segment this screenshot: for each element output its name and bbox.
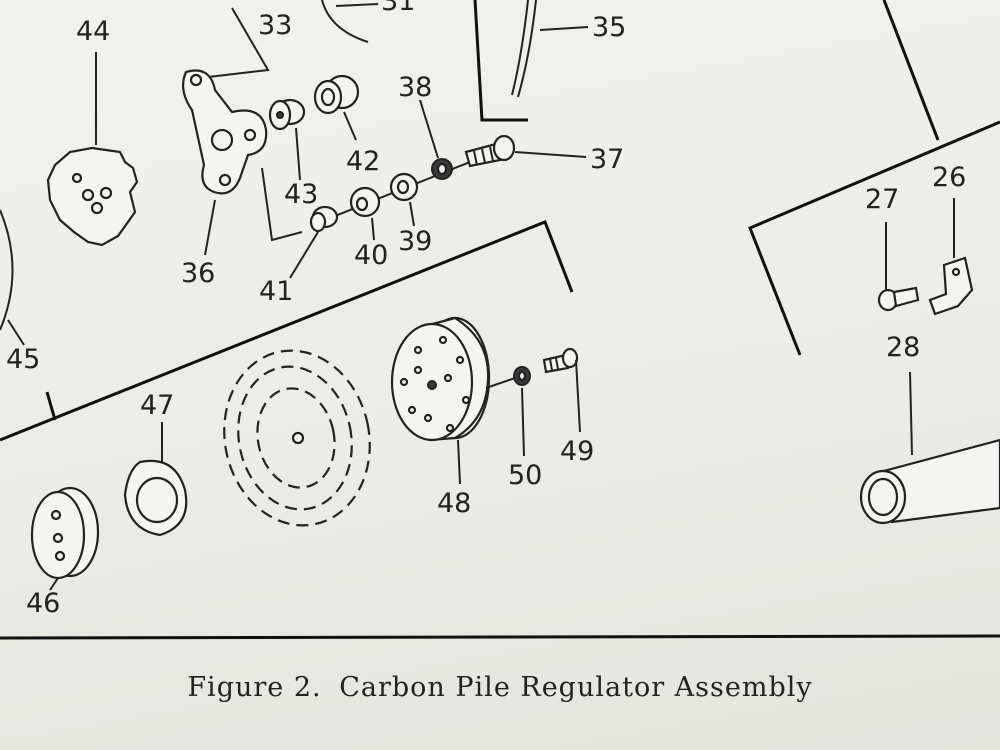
figure-border-bottom [0,634,1000,640]
part-41-spacer [309,205,339,233]
leader-50 [521,387,525,457]
leader-35 [539,26,589,31]
part-37-screw [464,134,516,168]
callout-40: 40 [354,240,388,271]
callout-31: 31 [381,0,415,17]
leader-45 [7,319,25,346]
part-49-screw [542,347,579,374]
part-43-bushing [268,98,306,131]
callout-48: 48 [437,488,471,519]
callout-27: 27 [865,184,899,215]
section-divider-upper-right [882,0,940,141]
callout-36: 36 [181,258,215,289]
callout-41: 41 [259,276,293,307]
part-27-screw [877,286,920,312]
carbon-pile-disks [223,349,371,527]
figure-number: Figure 2. [187,672,322,703]
leader-48 [457,439,461,485]
part-36-bracket [181,69,268,195]
section-divider-right [748,120,1000,356]
part-40-washer [349,186,381,218]
callout-33: 33 [258,10,292,41]
callout-28: 28 [886,332,920,363]
leader-49 [575,359,581,433]
leader-45-tick [45,391,57,421]
part-42-sleeve [313,74,360,115]
leader-33 [199,7,270,79]
part-39-washer [389,172,419,202]
rod-35 [511,0,529,96]
callout-38: 38 [398,72,432,103]
callout-39: 39 [398,226,432,257]
callout-42: 42 [346,146,380,177]
callout-46: 46 [26,588,60,619]
figure-caption: Figure 2. Carbon Pile Regulator Assembly [0,672,1000,703]
part-28-tube [859,438,1000,525]
leader-41-bracket [261,167,303,242]
callout-26: 26 [932,162,966,193]
callout-47: 47 [140,390,174,421]
wire-31 [321,0,369,43]
part-38-lockwasher [431,158,453,180]
leader-39 [409,201,415,227]
figure-title: Carbon Pile Regulator Assembly [339,672,813,703]
rod-35-edge [517,0,537,98]
leader-36 [204,199,216,256]
part-46-pulley [30,486,100,580]
assembly-axis-lower [485,377,516,389]
callout-45: 45 [6,344,40,375]
part-26-clamp [928,256,974,316]
leader-41 [289,231,319,279]
section-divider-lower [0,220,574,442]
callout-49: 49 [560,436,594,467]
part-44-slotted-disc [46,146,139,247]
leader-40 [371,217,375,241]
leader-28 [909,371,913,456]
callout-35: 35 [592,12,626,43]
part-47-clip-ring [123,459,188,537]
part-50-lockwasher [513,366,531,386]
leader-46 [49,577,59,591]
callout-43: 43 [284,179,318,210]
partial-ring-left [0,209,14,331]
leader-38 [419,99,439,159]
leader-37 [514,151,587,158]
leader-42 [343,111,357,141]
leader-31 [335,3,379,7]
callout-44: 44 [76,16,110,47]
callout-50: 50 [508,460,542,491]
part-48-end-plate [390,316,491,442]
section-divider-top [473,0,528,122]
leader-43 [295,127,301,181]
callout-37: 37 [590,144,624,175]
